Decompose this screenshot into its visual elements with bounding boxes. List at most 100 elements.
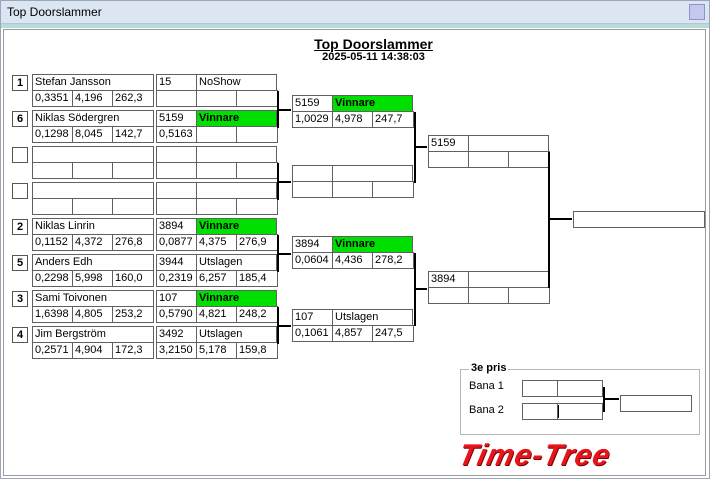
- speed-field[interactable]: 248,2: [236, 306, 278, 323]
- speed-field[interactable]: 276,8: [112, 234, 154, 251]
- elapsed-time-field[interactable]: 4,372: [72, 234, 113, 251]
- speed-field[interactable]: 247,7: [372, 111, 414, 128]
- elapsed-time-field[interactable]: 4,821: [196, 306, 237, 323]
- speed-field[interactable]: 247,5: [372, 325, 414, 342]
- car-number-field[interactable]: 3894: [156, 218, 197, 235]
- car-number-field[interactable]: 3894: [428, 271, 469, 288]
- reaction-time-field[interactable]: 0,5163: [156, 126, 197, 143]
- car-number-field[interactable]: 5159: [292, 95, 333, 112]
- speed-field[interactable]: 276,9: [236, 234, 278, 251]
- elapsed-time-field[interactable]: 4,904: [72, 342, 113, 359]
- elapsed-time-field[interactable]: [196, 162, 237, 179]
- window-control-button[interactable]: [689, 4, 705, 20]
- reaction-time-field[interactable]: [428, 151, 469, 168]
- speed-field[interactable]: 160,0: [112, 270, 154, 287]
- driver-name-field[interactable]: [32, 146, 154, 163]
- speed-field[interactable]: 278,2: [372, 252, 414, 269]
- reaction-time-field[interactable]: 0,2319: [156, 270, 197, 287]
- elapsed-time-field[interactable]: [72, 198, 113, 215]
- reaction-time-field[interactable]: 0,0604: [292, 252, 333, 269]
- reaction-time-field[interactable]: 0,0877: [156, 234, 197, 251]
- elapsed-time-field[interactable]: [196, 90, 237, 107]
- speed-field[interactable]: [112, 198, 154, 215]
- driver-name-field[interactable]: Anders Edh: [32, 254, 154, 271]
- reaction-time-field[interactable]: 0,2571: [32, 342, 73, 359]
- seed-badge: 6: [12, 111, 28, 127]
- car-number-field[interactable]: 3492: [156, 326, 197, 343]
- reaction-time-field[interactable]: 0,1061: [292, 325, 333, 342]
- third-prize-winner-field[interactable]: [620, 395, 692, 412]
- car-number-field[interactable]: 5159: [428, 135, 469, 152]
- elapsed-time-field[interactable]: [72, 162, 113, 179]
- speed-field[interactable]: [236, 162, 278, 179]
- reaction-time-field[interactable]: [32, 162, 73, 179]
- driver-name-field[interactable]: Niklas Linrin: [32, 218, 154, 235]
- lane2-time-field[interactable]: [557, 403, 603, 420]
- reaction-time-field[interactable]: 0,2298: [32, 270, 73, 287]
- car-number-field[interactable]: 107: [156, 290, 197, 307]
- speed-field[interactable]: [236, 198, 278, 215]
- lane2-car-field[interactable]: [522, 403, 558, 420]
- elapsed-time-field[interactable]: [196, 126, 237, 143]
- speed-field[interactable]: [236, 90, 278, 107]
- lane1-car-field[interactable]: [522, 380, 558, 397]
- speed-field[interactable]: 159,8: [236, 342, 278, 359]
- final-winner-field[interactable]: [573, 211, 705, 228]
- elapsed-time-field[interactable]: [332, 181, 373, 198]
- reaction-time-field[interactable]: 0,5790: [156, 306, 197, 323]
- reaction-time-field[interactable]: [156, 198, 197, 215]
- reaction-time-field[interactable]: 0,3351: [32, 90, 73, 107]
- reaction-time-field[interactable]: [156, 90, 197, 107]
- speed-field[interactable]: 142,7: [112, 126, 154, 143]
- elapsed-time-field[interactable]: 4,436: [332, 252, 373, 269]
- driver-name-field[interactable]: Jim Bergström: [32, 326, 154, 343]
- elapsed-time-field[interactable]: 6,257: [196, 270, 237, 287]
- elapsed-time-field[interactable]: 8,045: [72, 126, 113, 143]
- result-status: [468, 135, 549, 152]
- car-number-field[interactable]: [292, 165, 333, 182]
- reaction-time-field[interactable]: 1,0029: [292, 111, 333, 128]
- car-number-field[interactable]: 5159: [156, 110, 197, 127]
- speed-field[interactable]: [236, 126, 278, 143]
- car-number-field[interactable]: 3944: [156, 254, 197, 271]
- reaction-time-field[interactable]: [156, 162, 197, 179]
- reaction-time-field[interactable]: 0,1152: [32, 234, 73, 251]
- elapsed-time-field[interactable]: [468, 287, 509, 304]
- speed-field[interactable]: 172,3: [112, 342, 154, 359]
- elapsed-time-field[interactable]: 4,375: [196, 234, 237, 251]
- reaction-time-field[interactable]: 3,2150: [156, 342, 197, 359]
- lane1-time-field[interactable]: [557, 380, 603, 397]
- car-number-field[interactable]: 3894: [292, 236, 333, 253]
- reaction-time-field[interactable]: [428, 287, 469, 304]
- elapsed-time-field[interactable]: 5,998: [72, 270, 113, 287]
- elapsed-time-field[interactable]: [196, 198, 237, 215]
- elapsed-time-field[interactable]: 5,178: [196, 342, 237, 359]
- seed-badge: 5: [12, 255, 28, 271]
- speed-field[interactable]: [112, 162, 154, 179]
- driver-name-field[interactable]: [32, 182, 154, 199]
- result-status: [196, 182, 277, 199]
- speed-field[interactable]: [508, 151, 550, 168]
- elapsed-time-field[interactable]: 4,857: [332, 325, 373, 342]
- driver-name-field[interactable]: Niklas Södergren: [32, 110, 154, 127]
- title-bar: Top Doorslammer: [1, 1, 709, 24]
- speed-field[interactable]: 253,2: [112, 306, 154, 323]
- speed-field[interactable]: 262,3: [112, 90, 154, 107]
- elapsed-time-field[interactable]: [468, 151, 509, 168]
- reaction-time-field[interactable]: 1,6398: [32, 306, 73, 323]
- car-number-field[interactable]: 107: [292, 309, 333, 326]
- driver-name-field[interactable]: Stefan Jansson: [32, 74, 154, 91]
- speed-field[interactable]: [372, 181, 414, 198]
- car-number-field[interactable]: [156, 182, 197, 199]
- reaction-time-field[interactable]: [292, 181, 333, 198]
- elapsed-time-field[interactable]: 4,805: [72, 306, 113, 323]
- reaction-time-field[interactable]: 0,1298: [32, 126, 73, 143]
- driver-name-field[interactable]: Sami Toivonen: [32, 290, 154, 307]
- car-number-field[interactable]: [156, 146, 197, 163]
- speed-field[interactable]: [508, 287, 550, 304]
- speed-field[interactable]: 185,4: [236, 270, 278, 287]
- elapsed-time-field[interactable]: 4,978: [332, 111, 373, 128]
- car-number-field[interactable]: 15: [156, 74, 197, 91]
- elapsed-time-field[interactable]: 4,196: [72, 90, 113, 107]
- reaction-time-field[interactable]: [32, 198, 73, 215]
